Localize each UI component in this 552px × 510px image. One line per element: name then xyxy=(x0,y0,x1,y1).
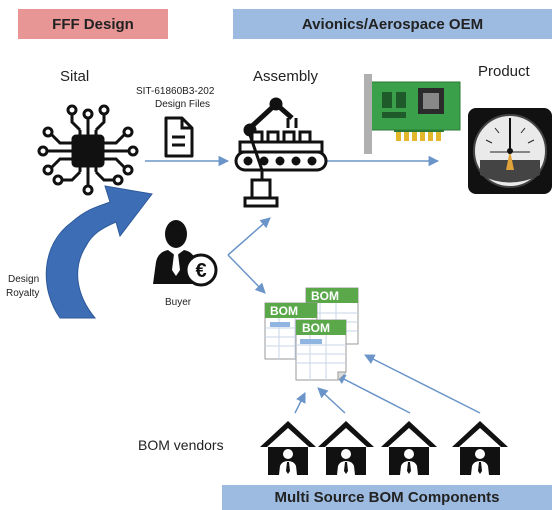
design-royalty-line2: Royalty xyxy=(6,288,40,299)
fff-design-title: FFF Design xyxy=(52,15,134,33)
bom-vendor-icon-2 xyxy=(318,421,374,475)
bom-components-title: Multi Source BOM Components xyxy=(274,489,500,506)
bom-vendor-icon-4 xyxy=(452,421,508,475)
document-icon xyxy=(164,116,194,158)
part-number-label: SIT-61860B3-202 xyxy=(136,86,215,97)
assembly-label: Assembly xyxy=(253,68,319,85)
assembly-robot-icon xyxy=(234,97,328,208)
bom-vendor-icon-3 xyxy=(381,421,437,475)
design-royalty-line1: Design xyxy=(8,274,40,285)
design-royalty-arrow xyxy=(45,185,153,319)
buyer-icon: € xyxy=(153,220,218,287)
arrow-vendor2-to-bom xyxy=(317,387,346,414)
bom-vendors-label: BOM vendors xyxy=(138,437,224,453)
bom-label-2: BOM xyxy=(270,304,298,318)
product-label: Product xyxy=(478,63,530,80)
buyer-label: Buyer xyxy=(165,297,192,308)
chip-icon xyxy=(37,104,139,196)
arrow-buyer-to-bom xyxy=(227,254,266,294)
bom-spreadsheets-icon: BOM BOM BOM xyxy=(264,287,359,381)
bom-label-3: BOM xyxy=(302,321,330,335)
fff-design-banner: FFF Design xyxy=(18,9,168,39)
design-files-label: Design Files xyxy=(155,99,211,110)
euro-symbol: € xyxy=(195,260,206,282)
arrow-vendor1-to-bom xyxy=(294,392,306,414)
arrow-vendor3-to-bom xyxy=(335,374,411,414)
bom-label-1: BOM xyxy=(311,289,339,303)
gauge-instrument-icon xyxy=(468,108,552,194)
oem-title: Avionics/Aerospace OEM xyxy=(301,15,484,33)
sital-label: Sital xyxy=(60,68,90,85)
arrow-vendor4-to-bom xyxy=(364,354,481,414)
bom-vendor-icon-1 xyxy=(260,421,316,475)
oem-banner: Avionics/Aerospace OEM xyxy=(233,9,552,39)
arrow-buyer-to-assembly xyxy=(227,217,271,256)
bom-components-banner: Multi Source BOM Components xyxy=(222,485,552,510)
bom-sheet-front: BOM xyxy=(295,319,347,381)
circuit-board-icon xyxy=(364,74,461,154)
